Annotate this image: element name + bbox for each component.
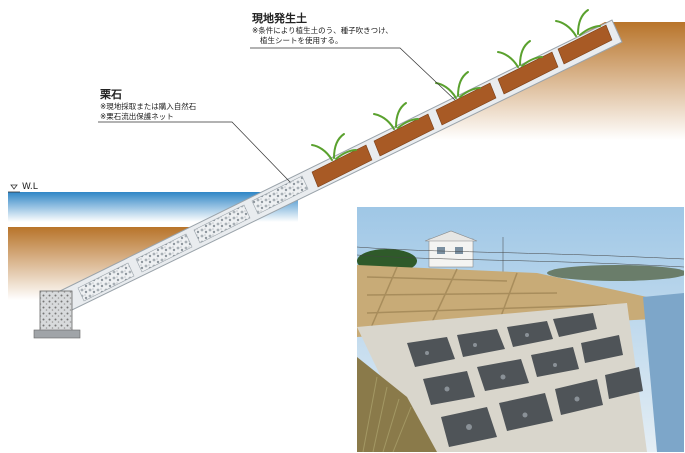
soil-bag-cells — [311, 24, 613, 188]
gravel-note-2: ※栗石流出保護ネット — [100, 111, 174, 121]
river — [643, 293, 684, 452]
gravel-label-group: 栗石 ※現地採取または購入自然石 ※栗石流出保護ネット — [100, 88, 197, 121]
water-level-marker: W.L — [8, 182, 38, 193]
plant-icon — [311, 133, 357, 161]
site-photo-illustration — [357, 207, 684, 452]
site-photo — [357, 207, 684, 452]
water-level-label: W.L — [22, 182, 38, 192]
stone-cells — [407, 313, 643, 447]
house-icon — [424, 230, 478, 268]
gravel-cells — [77, 175, 309, 302]
soil-note-2: 植生シートを使用する。 — [260, 35, 343, 45]
plant-icon — [497, 40, 543, 68]
gravel-title: 栗石 — [100, 88, 122, 101]
plant-icon — [373, 102, 419, 130]
soil-title: 現地発生土 — [252, 11, 307, 25]
foundation-block — [33, 290, 81, 339]
ground-soil-left — [8, 227, 200, 300]
plant-icon — [555, 9, 601, 37]
soil-note-1: ※条件により植生土のう、種子吹きつけ、 — [252, 25, 393, 35]
gravel-note-1: ※現地採取または購入自然石 — [100, 101, 197, 111]
leader-lines — [98, 47, 456, 183]
soil-label-group: 現地発生土 ※条件により植生土のう、種子吹きつけ、 植生シートを使用する。 — [252, 11, 393, 45]
plant-sprouts — [311, 9, 601, 161]
